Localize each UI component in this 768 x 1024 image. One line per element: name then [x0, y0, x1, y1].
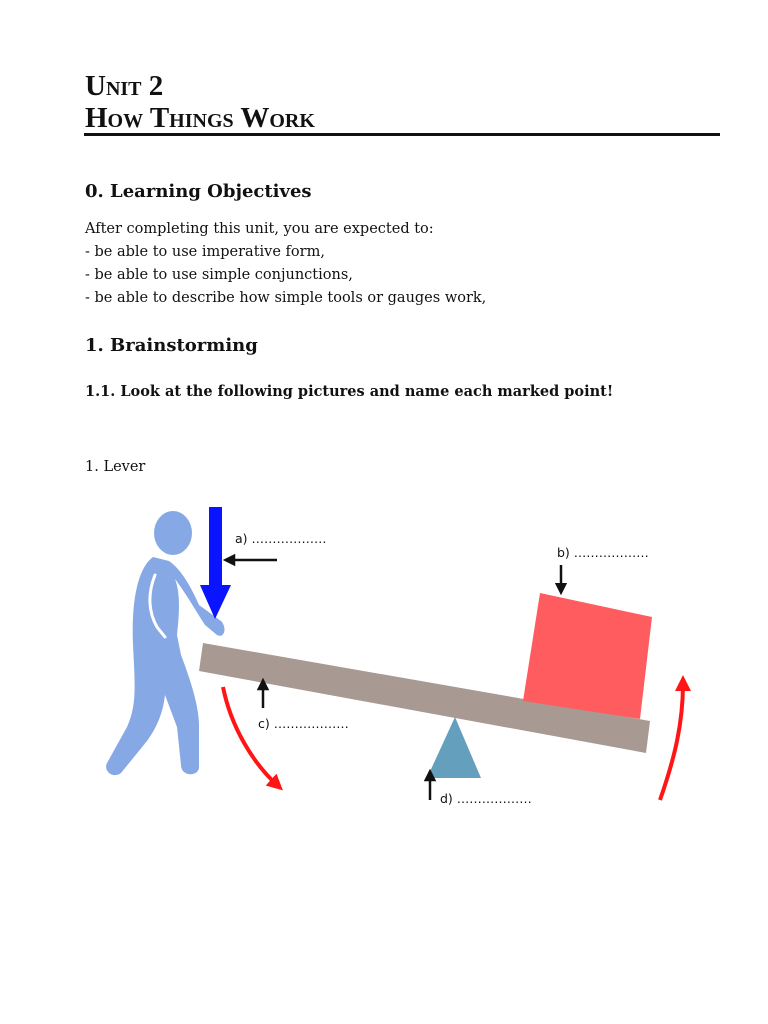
person-head	[154, 511, 192, 555]
lever-diagram: a) ……………… b) ……………… c) ……………… d) ………………	[106, 507, 691, 806]
objectives-list: After completing this unit, you are expe…	[85, 218, 486, 310]
person-body	[106, 557, 225, 776]
label-d: d) ………………	[440, 791, 532, 806]
lever-beam	[199, 643, 650, 753]
objective-item: - be able to use imperative form,	[85, 244, 325, 260]
objectives-heading: 0. Learning Objectives	[85, 181, 312, 202]
objective-item: - be able to use simple conjunctions,	[85, 267, 353, 283]
label-c: c) ………………	[258, 716, 349, 731]
label-b: b) ………………	[557, 545, 649, 560]
unit-number: Unit 2	[85, 70, 164, 102]
unit-name: How Things Work	[85, 102, 315, 134]
label-a: a) ………………	[235, 531, 327, 546]
motion-arrow-up	[658, 675, 691, 801]
load-box	[523, 593, 652, 719]
person-arm-outline	[148, 573, 167, 639]
fulcrum-triangle	[427, 717, 481, 778]
force-arrow	[200, 507, 231, 619]
unit-title: Unit 2 How Things Work	[85, 70, 315, 134]
objective-item: - be able to describe how simple tools o…	[85, 290, 487, 306]
motion-arrow-down	[221, 686, 283, 791]
objectives-intro: After completing this unit, you are expe…	[85, 221, 434, 237]
person-figure	[106, 511, 225, 776]
exercise-item-label: 1. Lever	[85, 459, 146, 475]
exercise-instruction: 1.1. Look at the following pictures and …	[85, 383, 614, 400]
title-divider	[84, 133, 720, 136]
brainstorming-heading: 1. Brainstorming	[85, 335, 258, 356]
